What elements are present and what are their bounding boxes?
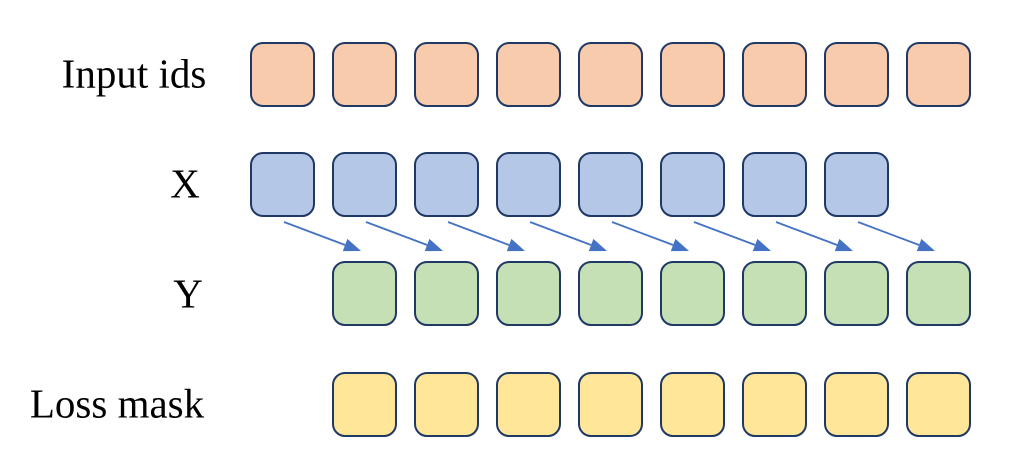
token-box-loss-mask <box>660 372 725 437</box>
token-box-input-ids <box>824 42 889 107</box>
token-box-loss-mask <box>414 372 479 437</box>
token-box-x <box>250 152 315 217</box>
token-box-x <box>824 152 889 217</box>
token-box-loss-mask <box>906 372 971 437</box>
token-box-y <box>414 261 479 326</box>
token-box-loss-mask <box>824 372 889 437</box>
token-box-loss-mask <box>332 372 397 437</box>
token-box-input-ids <box>250 42 315 107</box>
row-label-loss-mask: Loss mask <box>29 380 205 427</box>
token-box-x <box>496 152 561 217</box>
token-box-input-ids <box>906 42 971 107</box>
token-box-loss-mask <box>578 372 643 437</box>
token-box-input-ids <box>496 42 561 107</box>
token-box-y <box>578 261 643 326</box>
token-box-x <box>660 152 725 217</box>
token-box-y <box>332 261 397 326</box>
row-label-x: X <box>170 160 200 207</box>
token-box-y <box>660 261 725 326</box>
token-box-loss-mask <box>496 372 561 437</box>
token-box-loss-mask <box>742 372 807 437</box>
token-box-input-ids <box>578 42 643 107</box>
token-box-x <box>742 152 807 217</box>
token-box-y <box>496 261 561 326</box>
token-box-x <box>414 152 479 217</box>
token-box-y <box>742 261 807 326</box>
token-box-y <box>824 261 889 326</box>
token-box-x <box>578 152 643 217</box>
row-label-input-ids: Input ids <box>61 50 207 97</box>
token-box-input-ids <box>332 42 397 107</box>
token-box-input-ids <box>742 42 807 107</box>
token-box-y <box>906 261 971 326</box>
row-label-y: Y <box>173 270 203 317</box>
token-box-input-ids <box>414 42 479 107</box>
token-box-x <box>332 152 397 217</box>
token-box-input-ids <box>660 42 725 107</box>
